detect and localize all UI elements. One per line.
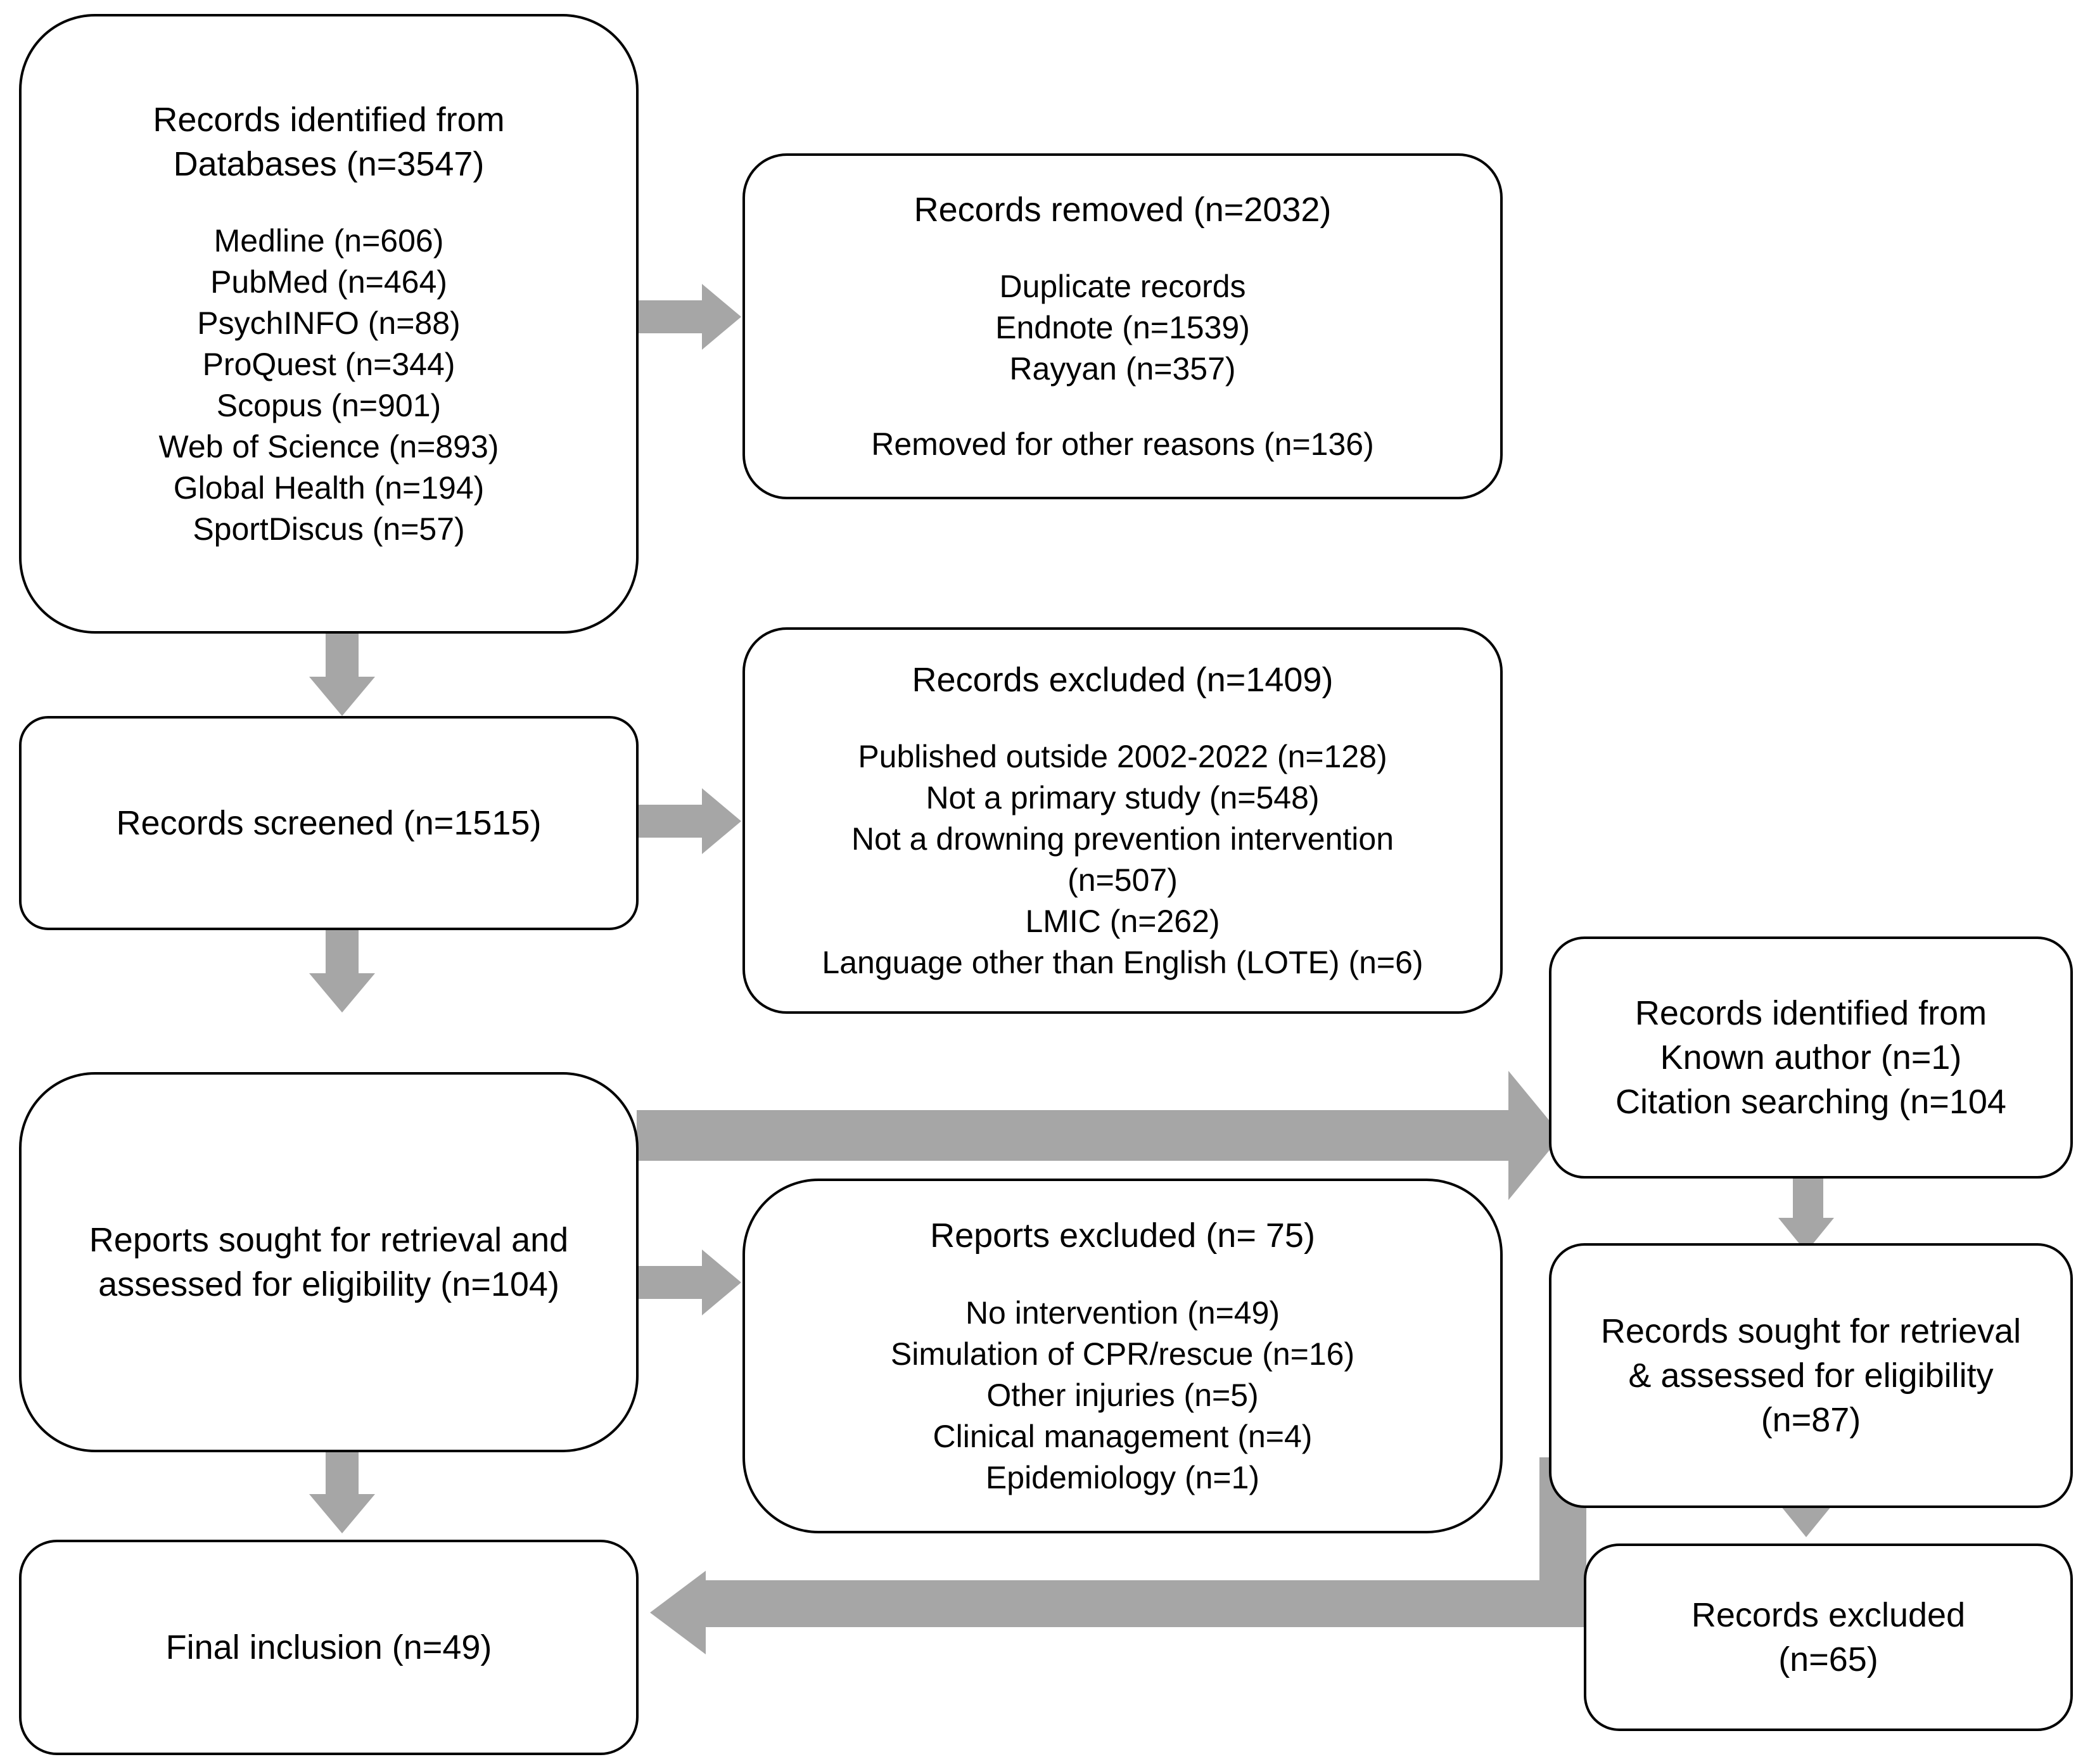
arrow-records-sought-other-to-final-inclusion: [640, 1457, 1590, 1666]
identified-databases-source-0: Medline (n=606): [213, 223, 444, 259]
node-records-excluded-other-methods[interactable]: Records excluded (n=65): [1584, 1544, 2073, 1731]
reports-excluded-title: Reports excluded (n= 75): [930, 1217, 1315, 1255]
node-reports-sought-for-retrieval[interactable]: Reports sought for retrieval and assesse…: [19, 1072, 639, 1452]
node-records-removed[interactable]: Records removed (n=2032) Duplicate recor…: [742, 153, 1503, 499]
records-removed-line-0: Duplicate records: [999, 269, 1246, 305]
records-excluded-screening-line-4: LMIC (n=262): [1025, 904, 1220, 940]
node-final-inclusion[interactable]: Final inclusion (n=49): [19, 1540, 639, 1755]
arrow-identified-to-removed: [637, 276, 741, 357]
records-excluded-screening-line-3: (n=507): [1067, 862, 1178, 898]
identified-other-line2: Known author (n=1): [1660, 1038, 1962, 1077]
node-records-sought-other-methods[interactable]: Records sought for retrieval & assessed …: [1549, 1243, 2073, 1508]
reports-excluded-line-2: Other injuries (n=5): [986, 1377, 1259, 1413]
records-excluded-other-line1: Records excluded: [1691, 1595, 1966, 1634]
records-excluded-screening-title: Records excluded (n=1409): [912, 660, 1334, 699]
identified-other-line1: Records identified from: [1634, 994, 1987, 1032]
arrow-reports-sought-to-reports-excluded: [637, 1242, 741, 1323]
node-reports-excluded[interactable]: Reports excluded (n= 75) No intervention…: [742, 1179, 1503, 1533]
reports-sought-line2: assessed for eligibility (n=104): [98, 1265, 559, 1303]
node-records-screened[interactable]: Records screened (n=1515): [19, 716, 639, 930]
records-excluded-screening-line-0: Published outside 2002-2022 (n=128): [858, 739, 1387, 775]
arrow-screened-to-excluded: [637, 781, 741, 862]
reports-excluded-line-0: No intervention (n=49): [965, 1294, 1280, 1331]
arrow-reports-sought-to-final-inclusion: [303, 1450, 381, 1533]
reports-sought-line1: Reports sought for retrieval and: [89, 1220, 569, 1259]
records-sought-other-line2: & assessed for eligibility: [1628, 1356, 1994, 1395]
records-removed-line-1: Endnote (n=1539): [995, 310, 1250, 346]
records-screened-title: Records screened (n=1515): [116, 803, 542, 842]
arrow-identified-to-screened: [303, 634, 381, 716]
identified-databases-source-5: Web of Science (n=893): [158, 429, 499, 465]
records-removed-title: Records removed (n=2032): [914, 190, 1332, 229]
identified-databases-source-3: ProQuest (n=344): [202, 347, 455, 383]
records-removed-other: Removed for other reasons (n=136): [871, 426, 1374, 463]
final-inclusion-title: Final inclusion (n=49): [165, 1628, 492, 1666]
records-excluded-screening-line-1: Not a primary study (n=548): [926, 780, 1320, 816]
node-records-identified-databases[interactable]: Records identified from Databases (n=354…: [19, 14, 639, 634]
node-records-identified-other-methods[interactable]: Records identified from Known author (n=…: [1549, 936, 2073, 1179]
identified-databases-source-6: Global Health (n=194): [173, 470, 485, 506]
identified-databases-title-line2: Databases (n=3547): [173, 145, 485, 183]
arrow-screened-to-reports-sought: [303, 928, 381, 1013]
records-excluded-other-line2: (n=65): [1778, 1640, 1878, 1678]
reports-excluded-line-3: Clinical management (n=4): [933, 1418, 1313, 1454]
identified-other-line3: Citation searching (n=104: [1615, 1083, 2006, 1122]
identified-databases-source-1: PubMed (n=464): [210, 264, 447, 300]
reports-excluded-line-4: Epidemiology (n=1): [985, 1459, 1260, 1495]
records-excluded-screening-line-2: Not a drowning prevention intervention: [851, 821, 1394, 857]
identified-databases-title-line1: Records identified from: [153, 100, 505, 139]
records-sought-other-line3: (n=87): [1761, 1401, 1861, 1440]
identified-databases-source-7: SportDiscus (n=57): [193, 511, 465, 547]
reports-excluded-line-1: Simulation of CPR/rescue (n=16): [890, 1336, 1355, 1372]
records-sought-other-line1: Records sought for retrieval: [1600, 1312, 2022, 1350]
identified-databases-source-4: Scopus (n=901): [216, 388, 442, 424]
node-records-excluded-screening[interactable]: Records excluded (n=1409) Published outs…: [742, 627, 1503, 1014]
records-removed-line-2: Rayyan (n=357): [1009, 351, 1236, 387]
records-excluded-screening-line-5: Language other than English (LOTE) (n=6): [822, 945, 1424, 981]
identified-databases-source-2: PsychINFO (n=88): [197, 305, 461, 342]
